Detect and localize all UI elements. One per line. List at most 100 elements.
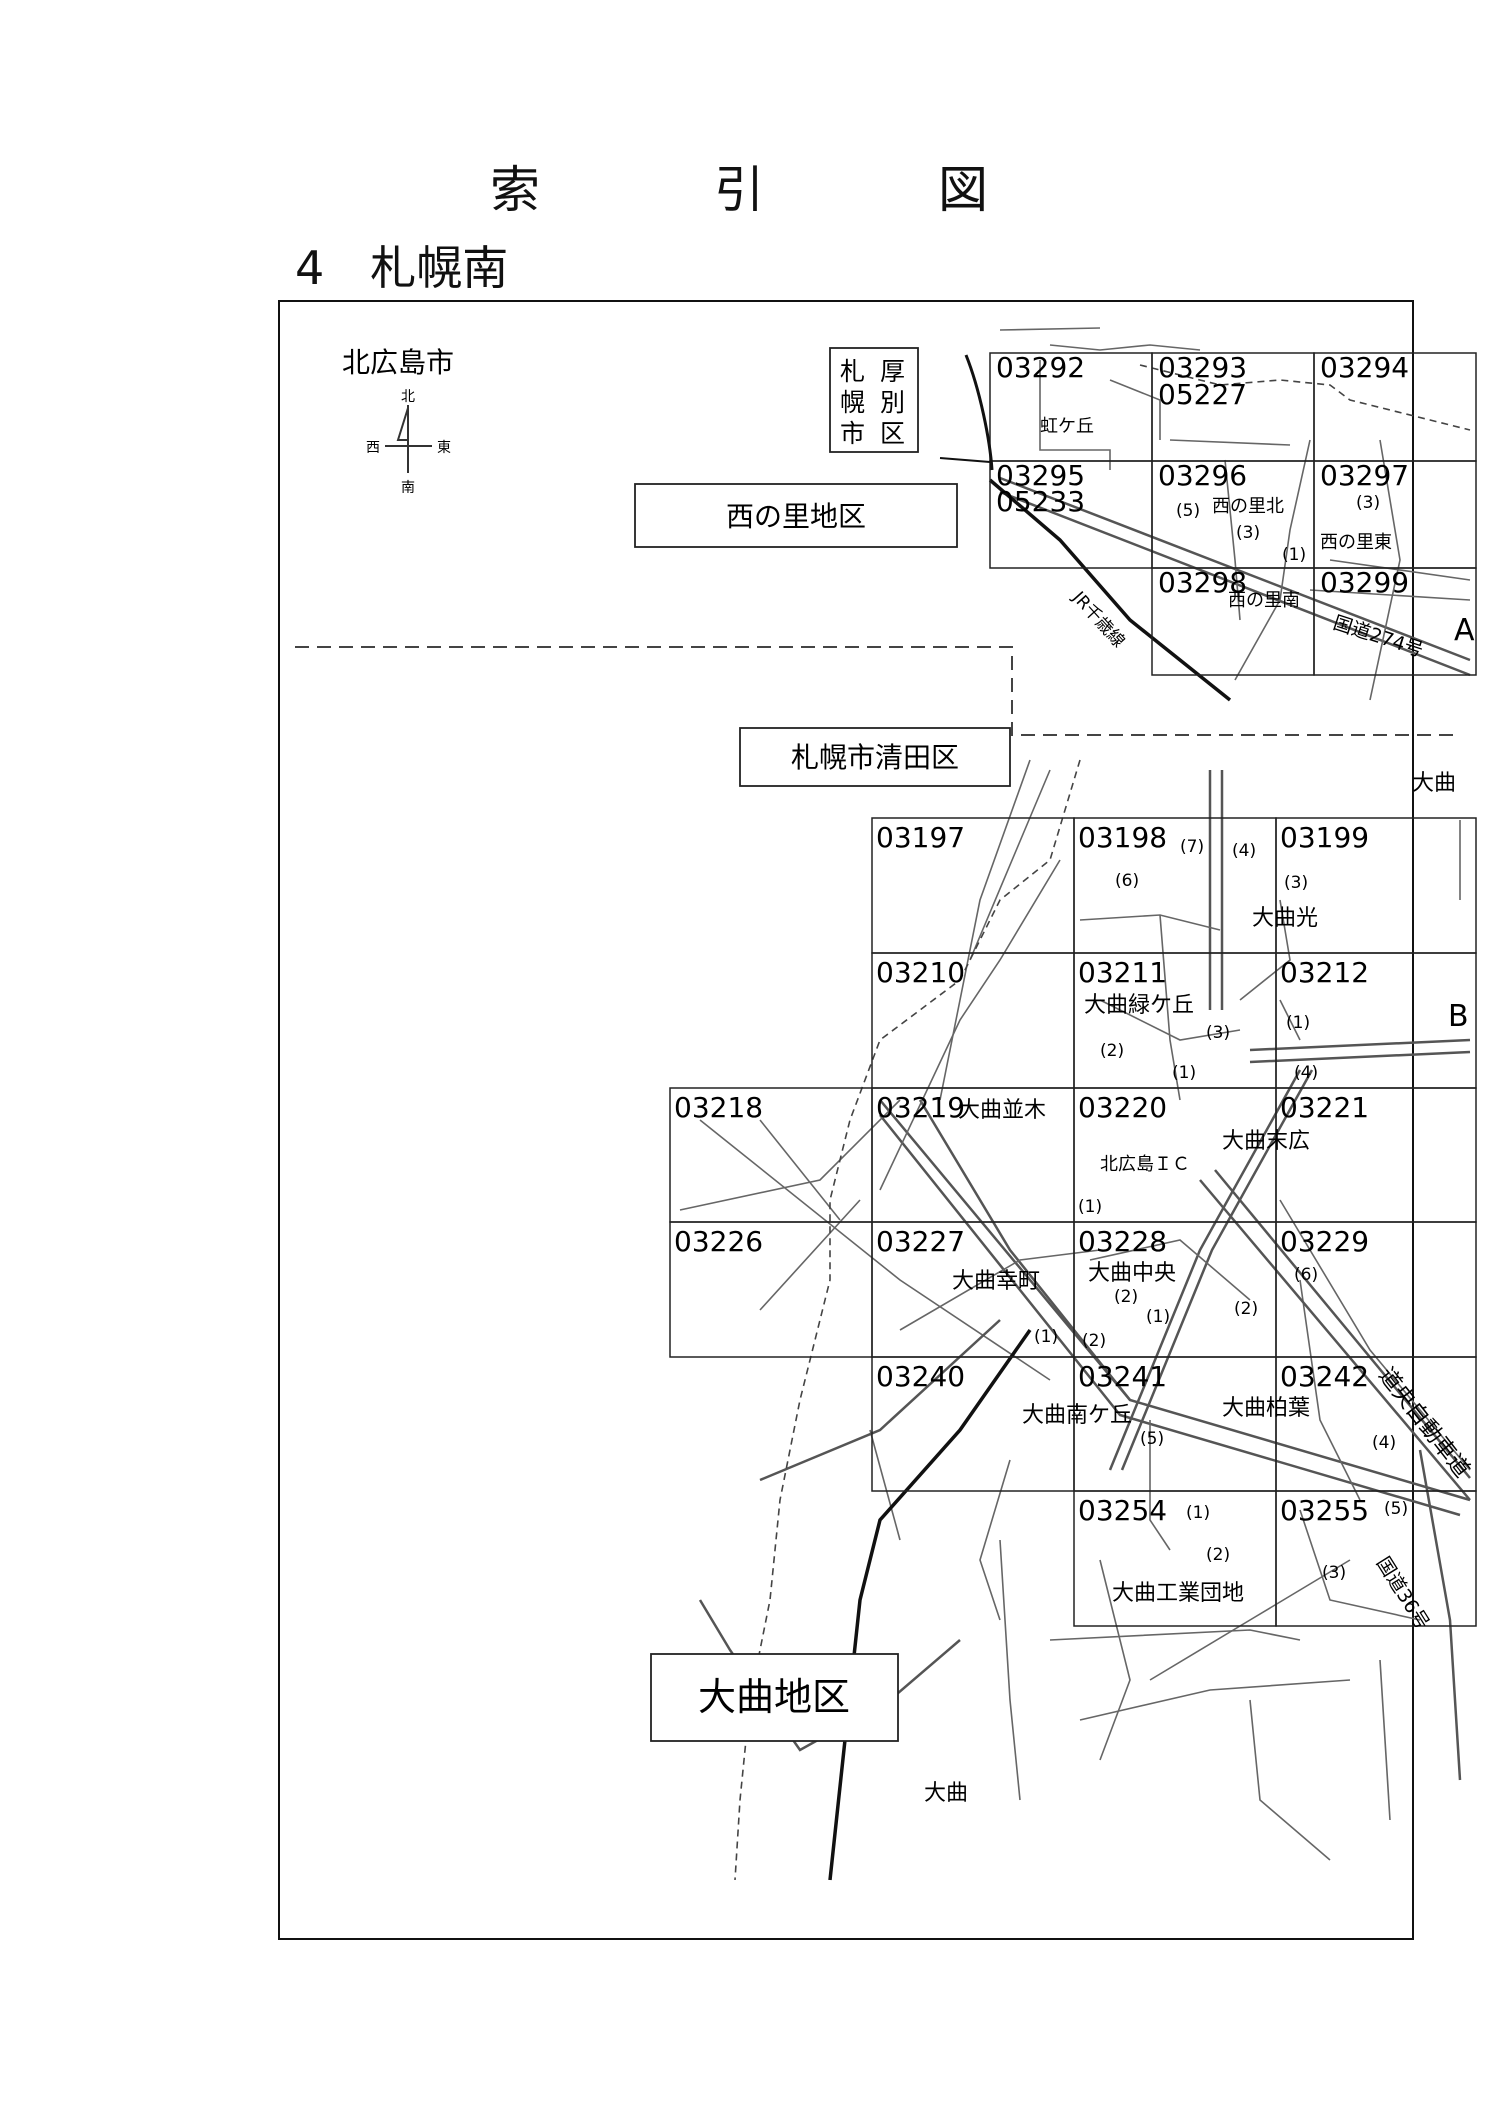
block-number: (1) <box>1186 1503 1210 1523</box>
sheet-label[interactable]: 03297 <box>1320 459 1409 492</box>
sheet-label[interactable]: 03198 <box>1078 821 1167 854</box>
route-marker-b: B <box>1448 999 1469 1034</box>
sheet-label[interactable]: 03197 <box>876 821 965 854</box>
place-omagari-saiwai: 大曲幸町 <box>952 1269 1040 1294</box>
block-number: (2) <box>1206 1545 1230 1565</box>
sheet-label[interactable]: 03298 <box>1158 566 1247 599</box>
sheet-label[interactable]: 03221 <box>1280 1091 1369 1124</box>
sheet-label[interactable]: 03294 <box>1320 351 1409 384</box>
block-number: (6) <box>1115 871 1139 891</box>
block-number: (1) <box>1286 1013 1310 1033</box>
jr-line-label: JR千歳線 <box>1068 587 1129 652</box>
jr-chitose-line <box>988 478 1232 702</box>
sheet-label[interactable]: 03220 <box>1078 1091 1167 1124</box>
ward-boundary <box>295 646 1460 736</box>
map-frame <box>278 300 1414 1940</box>
district-kiyota: 札幌市清田区 <box>791 741 959 774</box>
ward-box-char: 市 <box>840 419 865 448</box>
block-number: (1) <box>1172 1063 1196 1083</box>
place-nishinosato-higashi: 西の里東 <box>1320 532 1392 553</box>
sheet-label[interactable]: 03226 <box>674 1225 763 1258</box>
sheet-label[interactable]: 03295 <box>996 459 1085 492</box>
sheet-label[interactable]: 03210 <box>876 956 965 989</box>
block-number: (3) <box>1322 1563 1346 1583</box>
district-omagari: 大曲地区 <box>698 1675 850 1719</box>
block-number: (2) <box>1114 1287 1138 1307</box>
block-number: (4) <box>1294 1063 1318 1083</box>
block-number: (7) <box>1180 837 1204 857</box>
block-number: (2) <box>1234 1299 1258 1319</box>
block-numbers: (5) (3) (3) (1) (7) (4) (6) (3) (3) (2) … <box>1034 493 1408 1583</box>
ward-box-char: 区 <box>880 419 905 448</box>
sheet-labels: 03292 03293 05227 03294 03295 05233 0329… <box>674 351 1409 1527</box>
place-nijigaoka: 虹ケ丘 <box>1040 416 1094 437</box>
compass-north: 北 <box>401 389 415 405</box>
ward-box-char: 別 <box>880 388 905 417</box>
block-number: (1) <box>1078 1197 1102 1217</box>
place-omagari-s: 大曲 <box>924 1781 968 1806</box>
sheet-label[interactable]: 03199 <box>1280 821 1369 854</box>
block-number: (3) <box>1284 873 1308 893</box>
ward-box-char: 札 <box>840 357 865 386</box>
place-omagari-kashiwaba: 大曲柏葉 <box>1222 1396 1310 1421</box>
compass-east: 東 <box>437 440 451 456</box>
block-number: (3) <box>1206 1023 1230 1043</box>
sheet-label[interactable]: 03293 <box>1158 351 1247 384</box>
district-box-nishinosato <box>634 483 958 548</box>
ward-boundary-line <box>964 354 994 471</box>
sheet-cell-03255[interactable] <box>1275 1490 1477 1627</box>
district-box-omagari <box>650 1653 899 1742</box>
block-number: (6) <box>1294 1265 1318 1285</box>
compass-south: 南 <box>401 480 415 496</box>
sheet-label[interactable]: 03218 <box>674 1091 763 1124</box>
compass-icon: 北 南 東 西 <box>366 389 451 496</box>
ward-box-char: 幌 <box>840 388 865 417</box>
block-number: (1) <box>1146 1307 1170 1327</box>
place-kitahiroshima-ic: 北広島ＩＣ <box>1100 1154 1190 1175</box>
sheet-label[interactable]: 03296 <box>1158 459 1247 492</box>
sheet-label[interactable]: 03228 <box>1078 1225 1167 1258</box>
sheet-grid <box>669 352 1477 1627</box>
place-omagari-minamigaoka: 大曲南ケ丘 <box>1022 1403 1132 1428</box>
place-nishinosato-kita: 西の里北 <box>1212 496 1284 517</box>
block-number: (5) <box>1384 1499 1408 1519</box>
ward-name-box: 札 厚 幌 別 市 区 <box>829 347 919 453</box>
sheet-label[interactable]: 03211 <box>1078 956 1167 989</box>
place-omagari-kogyo: 大曲工業団地 <box>1112 1581 1244 1606</box>
block-number: (1) <box>1034 1327 1058 1347</box>
place-omagari-chuo: 大曲中央 <box>1088 1261 1176 1286</box>
route-marker-a: A <box>1454 613 1475 648</box>
sheet-label[interactable]: 05233 <box>996 485 1085 518</box>
page-title: 索 引 図 <box>490 161 1050 219</box>
place-omagari-midorigaoka: 大曲緑ケ丘 <box>1084 993 1194 1018</box>
place-omagari-namiki: 大曲並木 <box>958 1098 1046 1123</box>
page-subtitle: 4 札幌南 <box>295 241 509 295</box>
sheet-label[interactable]: 03299 <box>1320 566 1409 599</box>
sheet-label[interactable]: 03241 <box>1078 1360 1167 1393</box>
block-number: (3) <box>1236 523 1260 543</box>
place-nishinosato-minami: 西の里南 <box>1228 590 1300 611</box>
ward-boundary-tick <box>939 457 991 463</box>
place-omagari-hikari: 大曲光 <box>1252 906 1318 931</box>
city-label: 北広島市 <box>342 346 454 379</box>
sheet-label[interactable]: 03212 <box>1280 956 1369 989</box>
route-36-label: 国道36号 <box>1372 1553 1434 1634</box>
sheet-label[interactable]: 03255 <box>1280 1494 1369 1527</box>
district-nishinosato: 西の里地区 <box>726 500 866 533</box>
sheet-label[interactable]: 03229 <box>1280 1225 1369 1258</box>
sheet-label[interactable]: 03240 <box>876 1360 965 1393</box>
sheet-label[interactable]: 03227 <box>876 1225 965 1258</box>
sheet-label[interactable]: 03242 <box>1280 1360 1369 1393</box>
city-boundary-west <box>734 759 1081 1881</box>
route-274-label: 国道274号 <box>1330 612 1425 662</box>
sheet-label[interactable]: 03254 <box>1078 1494 1167 1527</box>
block-number: (1) <box>1282 545 1306 565</box>
block-number: (5) <box>1140 1429 1164 1449</box>
sheet-label[interactable]: 03219 <box>876 1091 965 1124</box>
block-number: (2) <box>1100 1041 1124 1061</box>
sheet-label[interactable]: 05227 <box>1158 378 1247 411</box>
compass-west: 西 <box>366 440 380 456</box>
sheet-cell-03299[interactable] <box>1313 567 1477 676</box>
place-omagari-ne: 大曲 <box>1412 771 1456 796</box>
sheet-label[interactable]: 03292 <box>996 351 1085 384</box>
